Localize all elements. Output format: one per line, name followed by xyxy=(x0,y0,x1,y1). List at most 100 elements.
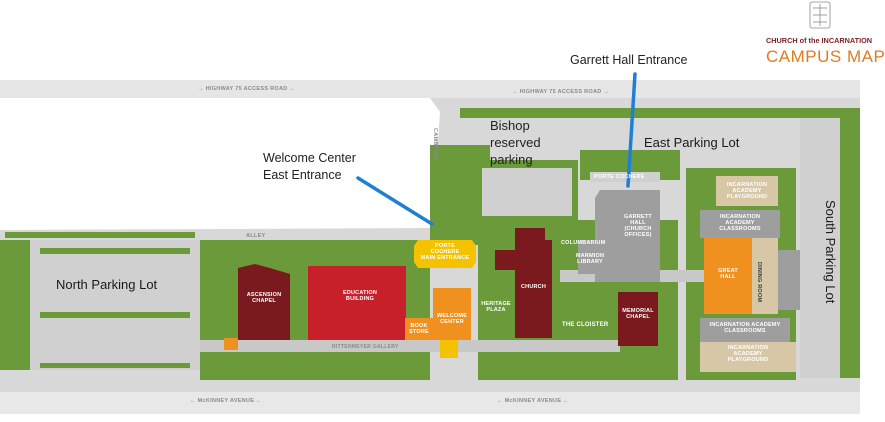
dining-room-label: DINING ROOM xyxy=(756,262,762,302)
cambrick-label: CAMBRICK xyxy=(432,128,438,161)
bishop-line2: reserved xyxy=(490,134,541,150)
book-store-line2: STORE xyxy=(409,329,429,336)
top-grass-strip xyxy=(460,108,860,118)
rittenmeyer-walkway xyxy=(200,340,620,352)
welcome-center-shape xyxy=(433,288,471,340)
porte-main-line1: PORTE xyxy=(435,243,455,249)
playground-top-shape xyxy=(716,176,778,206)
heritage-line1: HERITAGE xyxy=(481,301,511,307)
welcome-callout-line1: Welcome Center xyxy=(263,151,356,165)
north-lot-island-1 xyxy=(40,248,190,254)
highway-access-road xyxy=(0,80,860,98)
north-parking-lot-label: North Parking Lot xyxy=(56,277,158,292)
classrooms-top-label: INCARNATION ACADEMY CLASSROOMS xyxy=(700,214,780,232)
welcome-callout-line2: East Entrance xyxy=(263,167,342,182)
north-lot-top-strip xyxy=(5,232,195,238)
map-title: CAMPUS MAP xyxy=(766,47,885,66)
great-hall-line1: GREAT xyxy=(718,268,738,274)
memorial-line2: CHAPEL xyxy=(626,314,650,321)
ascension-chapel-label: ASCENSION CHAPEL xyxy=(238,292,290,304)
great-hall-label: GREAT HALL xyxy=(704,268,752,280)
north-lot-grass-left xyxy=(0,240,30,370)
memorial-chapel-shape xyxy=(618,292,658,346)
education-line2: BUILDING xyxy=(345,296,375,303)
north-lot-island-3 xyxy=(40,363,190,368)
education-building-shape xyxy=(308,266,406,340)
heritage-line2: PLAZA xyxy=(486,307,506,314)
marmion-line1: MARMION xyxy=(575,253,605,259)
welcome-entrance-callout: Welcome Center East Entrance xyxy=(263,150,356,184)
church-shape xyxy=(495,228,552,338)
mckinney-avenue xyxy=(0,392,860,414)
classrooms-bottom-line2: CLASSROOMS xyxy=(724,328,766,335)
rittenmeyer-label: RITTENMEYER GALLERY xyxy=(332,344,399,350)
south-parking-lot-label: South Parking Lot xyxy=(823,200,838,304)
classrooms-bottom-shape xyxy=(700,318,790,342)
playground-bottom-line1: INCARNATION xyxy=(727,345,769,351)
classrooms-top-line3: CLASSROOMS xyxy=(719,226,761,233)
classrooms-top-line1: INCARNATION xyxy=(719,214,761,220)
playground-bottom-line2: ACADEMY xyxy=(733,351,763,358)
ascension-line1: ASCENSION xyxy=(246,292,282,298)
garrett-line2: HALL xyxy=(630,220,646,227)
book-store-label: BOOK STORE xyxy=(405,323,433,335)
bishop-line3: parking xyxy=(490,151,533,167)
welcome-center-label: WELCOME CENTER xyxy=(433,313,471,325)
north-lot-island-2 xyxy=(40,312,190,318)
marmion-library-shape xyxy=(578,240,606,274)
church-name: CHURCH of the INCARNATION xyxy=(766,36,873,45)
mckinney-label-right: ← McKINNEY AVENUE ← xyxy=(497,398,569,404)
dining-room-shape xyxy=(752,238,778,314)
classrooms-top-shape xyxy=(700,210,780,238)
memorial-line1: MEMORIAL xyxy=(622,308,654,314)
book-store-shape xyxy=(405,318,433,340)
heritage-plaza-label: HERITAGE PLAZA xyxy=(478,301,514,313)
great-hall-line2: HALL xyxy=(720,274,736,281)
marmion-line2: LIBRARY xyxy=(577,259,603,266)
great-hall-shape xyxy=(704,238,752,314)
garrett-line3: (CHURCH xyxy=(624,226,652,233)
garrett-entrance-callout: Garrett Hall Entrance xyxy=(570,53,688,67)
garrett-hall-label: GARRETT HALL (CHURCH OFFICES) xyxy=(616,214,660,238)
garrett-line4: OFFICES) xyxy=(624,232,652,239)
welcome-line2: CENTER xyxy=(440,319,464,326)
open-area xyxy=(0,98,440,230)
east-parking-lot-label: East Parking Lot xyxy=(644,135,740,150)
playground-bottom-line3: PLAYGROUND xyxy=(727,357,769,364)
classrooms-top-line2: ACADEMY xyxy=(725,220,755,227)
dining-line2: ROOM xyxy=(756,284,763,303)
garrett-line1: GARRETT xyxy=(624,214,652,220)
highway-label-left: → HIGHWAY 75 ACCESS ROAD → xyxy=(198,86,296,92)
welcome-pointer-line xyxy=(356,176,434,226)
garrett-pointer-line xyxy=(626,72,637,188)
east-annex-shape xyxy=(778,250,800,310)
playground-top-line1: INCARNATION xyxy=(726,182,768,188)
classrooms-bottom-label: INCARNATION ACADEMY CLASSROOMS xyxy=(700,322,790,334)
bishop-lot-surface xyxy=(482,168,572,216)
memorial-chapel-label: MEMORIAL CHAPEL xyxy=(618,308,658,320)
bishop-line1: Bishop xyxy=(490,118,530,133)
welcome-entrance-shape xyxy=(440,340,458,358)
cloister-label: THE CLOISTER xyxy=(562,322,609,328)
highway-label-right: → HIGHWAY 75 ACCESS ROAD → xyxy=(512,89,610,95)
education-line1: EDUCATION xyxy=(342,290,378,296)
ascension-line2: CHAPEL xyxy=(252,298,276,305)
porte-cochere-east-label: PORTE COCHERE xyxy=(594,174,645,180)
garrett-hall-shape xyxy=(595,190,660,282)
bishop-parking-callout: Bishop reserved parking xyxy=(490,118,541,169)
porte-cochere-main-label: PORTE COCHERE MAIN ENTRANCE xyxy=(414,243,476,261)
porte-cochere-main-shape xyxy=(414,240,476,268)
book-store-line1: BOOK xyxy=(410,323,428,329)
church-label: CHURCH xyxy=(520,284,547,290)
porte-main-line3: MAIN ENTRANCE xyxy=(420,255,470,262)
church-logo-icon xyxy=(809,1,831,29)
education-building-label: EDUCATION BUILDING xyxy=(335,290,385,302)
north-lot-surface xyxy=(0,240,200,370)
porte-main-line2: COCHERE xyxy=(430,249,460,256)
south-lot-grass xyxy=(840,118,860,378)
playground-bottom-label: INCARNATION ACADEMY PLAYGROUND xyxy=(700,345,796,363)
columbarium-label: COLUMBARIUM xyxy=(561,240,606,246)
ascension-chapel-shape xyxy=(238,264,290,340)
mckinney-label-left: ← McKINNEY AVENUE ← xyxy=(190,398,262,404)
